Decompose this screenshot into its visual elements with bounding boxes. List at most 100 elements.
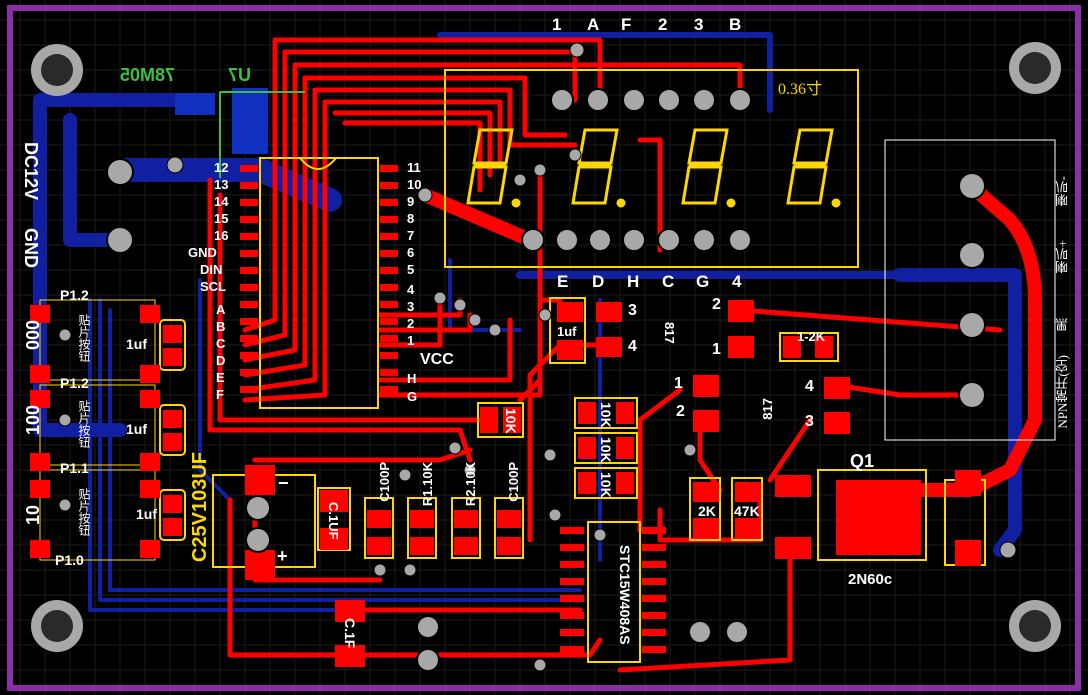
- cap-label-1uf: 1uf: [557, 324, 577, 339]
- ic-right-pin-label: 6: [407, 245, 415, 260]
- display-pin-label-2: 2: [658, 15, 668, 34]
- opto1-pad-label: 4: [628, 338, 637, 355]
- opto-label-817: 817: [760, 398, 775, 420]
- opto3-pad-label: 1: [674, 375, 683, 392]
- switch-button-text: 贴片按钮: [77, 488, 91, 536]
- cap-label-1uf: 1uf: [136, 506, 157, 522]
- mounting-holes: [31, 42, 1061, 652]
- display-pin-label-e: E: [557, 272, 569, 291]
- display-size-label: 0.36寸: [778, 81, 823, 98]
- opto3-pad-label: 2: [676, 403, 685, 420]
- smd-pads[interactable]: [30, 88, 981, 667]
- switch-label: P1.0: [55, 552, 84, 568]
- display-pin-label-b: B: [729, 15, 742, 34]
- ic-left-pin-label: D: [216, 353, 226, 368]
- display-pin-label-1: 1: [552, 15, 562, 34]
- switch-label: P1.1: [60, 460, 89, 476]
- display-pin-label-d: D: [592, 272, 605, 291]
- ic-left-pin-label: C: [216, 336, 226, 351]
- display-pin-label-f: F: [621, 15, 632, 34]
- npn-label: NPN常开(空): [1055, 355, 1070, 429]
- switch-code-100: 100: [23, 405, 43, 436]
- cap-plus: +: [277, 546, 288, 566]
- ic-left-pin-label: DIN: [200, 262, 223, 277]
- display-pin-label-g: G: [696, 272, 710, 291]
- display-pin-label-a: A: [587, 15, 600, 34]
- opto2-pad-label: 2: [712, 296, 721, 313]
- ic-right-pin-label: 1: [407, 333, 415, 348]
- through-hole-pads[interactable]: [106, 88, 986, 672]
- ic-right-pin-label: 3: [407, 299, 415, 314]
- regulator-outline: [219, 91, 305, 178]
- bottom-copper: [33, 32, 1022, 612]
- resistor-label-47k: 47K: [734, 503, 760, 519]
- black-wire-label: 黑: [1055, 318, 1070, 331]
- speaker-minus-label: 喇叭-: [1055, 176, 1070, 207]
- opto2-pad-label: 3: [805, 413, 814, 430]
- opto2-pad-label: 4: [805, 378, 814, 395]
- ic-left-pin-label: SCL: [200, 279, 226, 294]
- ic-right-pin-label: 5: [407, 262, 415, 277]
- ic-left-pin-label: 15: [214, 211, 229, 226]
- display-pin-label-4: 4: [732, 272, 742, 291]
- seven-segment-digits: [466, 128, 841, 208]
- switch-button-text: 贴片按钮: [77, 400, 91, 448]
- switch-code-000: 000: [23, 320, 43, 351]
- ic-right-pin-label: H: [407, 371, 417, 386]
- ic-right-pin-label: 10: [407, 177, 422, 192]
- ic-right-pin-label: 9: [407, 194, 415, 209]
- cap-label-c25v: C25V103UF: [189, 452, 211, 563]
- cap-label-c100p: C100P: [506, 462, 521, 502]
- switch-code-10: 10: [23, 505, 43, 526]
- cap-label-c1f: C.1F: [342, 618, 358, 649]
- opto1-pad-label: 3: [628, 302, 637, 319]
- display-pin-label-c: C: [662, 272, 675, 291]
- ic-right-pin-label: 7: [407, 228, 415, 243]
- resistor-label-10k: 10K: [598, 402, 614, 428]
- vias: [58, 42, 1017, 672]
- ic-left-pin-label: 16: [214, 228, 229, 243]
- ic-left-pin-label: 13: [214, 177, 229, 192]
- resistor-label-10k: 10K: [598, 472, 614, 498]
- ic-right-pin-label: VCC: [420, 351, 454, 368]
- board-outline: [7, 5, 1081, 691]
- opto2-pad-label: 1: [712, 341, 721, 358]
- ic-left-pin-label: 14: [214, 194, 229, 209]
- ic-outline: [259, 157, 379, 409]
- ic-left-pin-label: A: [216, 302, 226, 317]
- ic-left-pin-label: GND: [188, 245, 217, 260]
- display-pin-label-h: H: [627, 272, 640, 291]
- cap-label-1uf: 1uf: [126, 421, 147, 437]
- cap-label-1uf: 1uf: [126, 336, 147, 352]
- switch-label: P1.2: [60, 287, 89, 303]
- speaker-plus-label: 喇叭+: [1055, 240, 1070, 274]
- ic-right-pin-label: 11: [407, 160, 421, 175]
- ic-left-pin-label: B: [216, 319, 226, 334]
- switch-button-text: 贴片按钮: [77, 314, 91, 362]
- regulator-ref: U7: [228, 65, 252, 85]
- ic-pins: [240, 165, 666, 653]
- ic-left-pin-label: E: [216, 370, 225, 385]
- regulator-part: 78M05: [120, 65, 176, 85]
- resistor-label-10k: 10K: [598, 437, 614, 463]
- ic-right-pin-label: 4: [407, 282, 415, 297]
- cap-label-c1uf: C.1UF: [326, 502, 341, 540]
- resistor-label-2k: 2K: [698, 503, 716, 519]
- transistor-ref: Q1: [850, 451, 875, 471]
- resistor-label-r2: R2.10K: [463, 462, 478, 507]
- opto-label-817: 817: [662, 322, 677, 344]
- ic-right-pin-label: 8: [407, 211, 415, 226]
- cap-label-c100p: C100P: [377, 462, 392, 502]
- cap-minus: −: [278, 473, 289, 493]
- ic-right-pin-label: G: [407, 389, 418, 404]
- power-dc-label: DC12V: [21, 142, 41, 201]
- transistor-part: 2N60c: [848, 571, 893, 588]
- resistor-label-10k: 10K: [503, 408, 519, 434]
- resistor-label-r1: R1.10K: [420, 462, 435, 507]
- ic-right-pin-label: 2: [407, 316, 415, 331]
- resistor-label-1-2k: 1-2K: [797, 329, 826, 344]
- power-gnd-label: GND: [21, 228, 41, 268]
- switch-label: P1.2: [60, 375, 89, 391]
